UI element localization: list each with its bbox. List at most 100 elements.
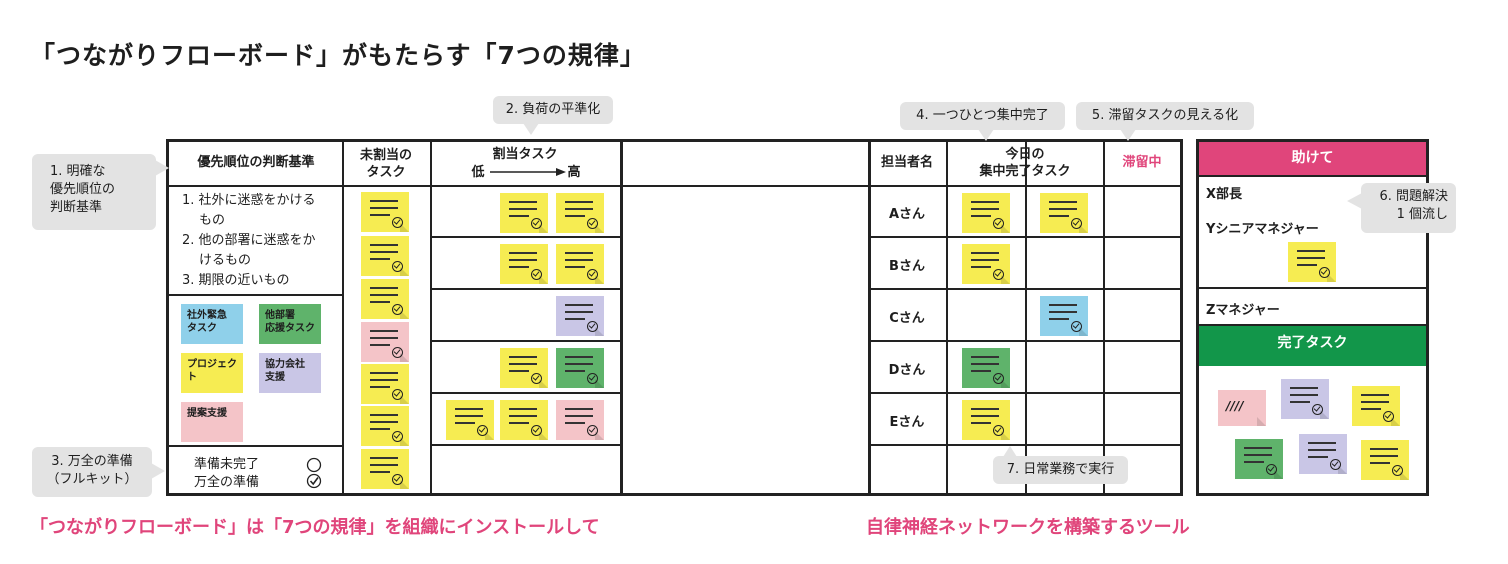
note-line [565,311,593,313]
task-sticky-note[interactable] [962,400,1010,440]
task-sticky-note[interactable] [446,400,494,440]
note-line [370,414,398,416]
task-sticky-note[interactable] [556,296,604,336]
note-fold [400,353,409,362]
note-line [370,301,390,303]
callout-pointer [978,129,994,141]
note-fold [595,431,604,440]
note-line [370,457,398,459]
note-line [971,259,999,261]
task-sticky-note[interactable] [556,400,604,440]
circle-check-icon [306,473,322,489]
note-line [971,415,999,417]
check-icon [1071,218,1082,229]
task-sticky-note[interactable] [361,406,409,446]
task-sticky-note[interactable] [1281,379,1329,419]
note-line [1297,257,1325,259]
note-line [971,363,999,365]
task-sticky-note[interactable] [556,193,604,233]
check-icon [531,218,542,229]
check-icon [587,218,598,229]
task-sticky-note[interactable] [361,364,409,404]
check-icon [392,474,403,485]
note-line [565,422,585,424]
check-icon [531,425,542,436]
note-line [971,252,999,254]
task-sticky-note[interactable] [556,348,604,388]
note-line [370,386,390,388]
callout-stalled-visibility: 5. 滞留タスクの見える化 [1076,102,1254,130]
task-sticky-note[interactable] [1352,386,1400,426]
note-line [971,208,999,210]
note-fold [595,379,604,388]
note-line [971,370,991,372]
note-line [509,356,537,358]
task-sticky-note[interactable] [1361,440,1409,480]
note-line [1290,394,1318,396]
check-icon [1312,404,1323,415]
note-fold [1001,379,1010,388]
note-line [370,471,390,473]
callout-text: 1. 明確な 優先順位の 判断基準 [50,164,116,215]
note-line [1308,456,1328,458]
scribbled-sticky-note[interactable]: //// [1218,390,1266,426]
note-line [509,266,529,268]
callout-text: 6. 問題解決 1 個流し [1379,189,1448,222]
note-line [971,266,991,268]
note-line [370,244,398,246]
check-icon [1266,464,1277,475]
note-line [370,428,390,430]
task-sticky-note[interactable] [962,244,1010,284]
task-sticky-note[interactable] [500,244,548,284]
note-line [509,370,529,372]
task-sticky-note[interactable] [361,322,409,362]
note-fold [1327,273,1336,282]
legend-external-urgent: 社外緊急 タスク [181,304,243,344]
check-icon [587,269,598,280]
task-sticky-note[interactable] [500,400,548,440]
legend-label: 提案支援 [187,408,227,419]
note-line [370,251,398,253]
task-sticky-note[interactable] [361,279,409,319]
note-fold [1274,470,1283,479]
note-line [565,266,585,268]
task-sticky-note[interactable] [962,348,1010,388]
unassigned-tasks-header-line: 未割当の タスク [359,148,412,180]
check-icon [587,373,598,384]
note-line [565,408,593,410]
page-title: 「つながりフローボード」がもたらす「7つの規律」 [30,41,646,70]
footer-right: 自律神経ネットワークを構築するツール [866,517,1190,538]
task-sticky-note[interactable] [962,193,1010,233]
note-line [370,207,398,209]
task-sticky-note[interactable] [500,193,548,233]
task-sticky-note[interactable] [361,449,409,489]
check-icon [531,269,542,280]
task-sticky-note[interactable] [1299,434,1347,474]
note-fold [1338,465,1347,474]
task-sticky-note[interactable] [1288,242,1336,282]
today-focus-header: 今日の 集中完了タスク [948,146,1102,180]
note-fold [400,480,409,489]
task-sticky-note[interactable] [361,192,409,232]
callout-pointer [1120,129,1136,141]
note-fold [539,431,548,440]
note-line [1370,455,1398,457]
note-line [1049,318,1069,320]
note-line [971,356,999,358]
note-line [565,356,593,358]
unassigned-tasks-header: 未割当の タスク [343,147,429,181]
check-icon [392,347,403,358]
note-fold [1320,410,1329,419]
task-sticky-note[interactable] [1040,193,1088,233]
load-arrow-icon [490,168,566,176]
callout-one-piece-flow: 6. 問題解決 1 個流し [1361,183,1456,233]
note-fold [1257,417,1266,426]
note-fold [595,224,604,233]
note-line [370,294,398,296]
task-sticky-note[interactable] [1040,296,1088,336]
note-line [1049,215,1069,217]
task-sticky-note[interactable] [1235,439,1283,479]
task-sticky-note[interactable] [500,348,548,388]
task-sticky-note[interactable] [556,244,604,284]
task-sticky-note[interactable] [361,236,409,276]
